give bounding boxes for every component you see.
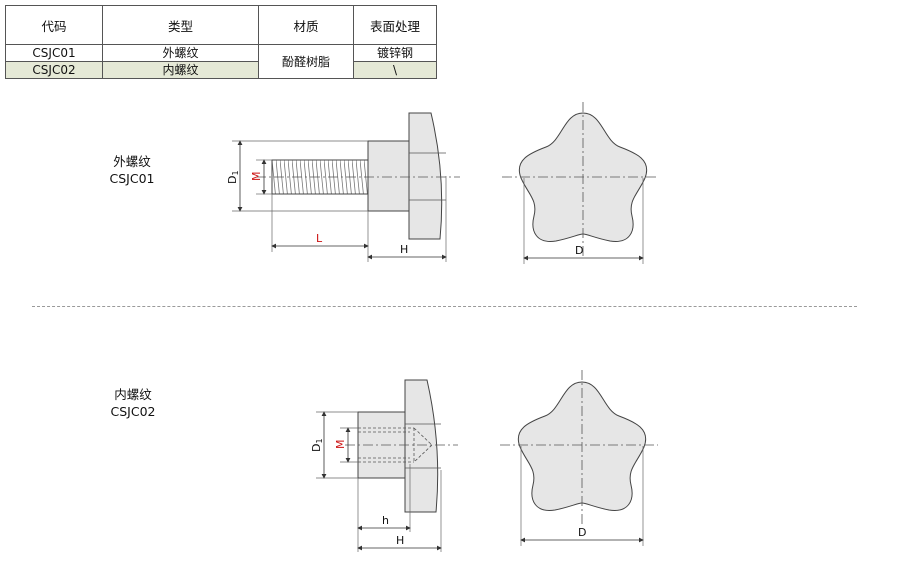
spec-table: 代码 类型 材质 表面处理 CSJC01 外螺纹 酚醛树脂 镀锌钢 CSJC02… [5, 5, 437, 79]
cell-material: 酚醛树脂 [258, 44, 354, 79]
table-row: CSJC02 内螺纹 \ [5, 61, 437, 79]
cell-finish: \ [353, 61, 437, 79]
dim-h-label: h [382, 514, 389, 527]
col-header-finish: 表面处理 [353, 5, 437, 45]
cell-type: 内螺纹 [102, 61, 259, 79]
dim-H-label: H [400, 243, 408, 256]
knob-front-view-external: D [502, 102, 658, 264]
section-divider [32, 306, 857, 307]
col-header-type: 类型 [102, 5, 259, 45]
diagram2-label: 内螺纹 CSJC02 [93, 386, 173, 420]
dim-D-label: D [575, 244, 583, 257]
diagram2-code: CSJC02 [110, 404, 156, 419]
dim-M-label-2: M [334, 440, 347, 450]
diagram1-type: 外螺纹 [113, 154, 151, 169]
diagram2-type: 内螺纹 [114, 387, 152, 402]
dim-M-label: M [250, 172, 263, 182]
diagram1-label: 外螺纹 CSJC01 [92, 153, 172, 187]
cell-code: CSJC02 [5, 61, 103, 79]
knob-front-view-internal: D [500, 370, 658, 546]
spec-table-header-row: 代码 类型 材质 表面处理 [5, 5, 437, 45]
knob-side-view-internal: D1 M h H [310, 379, 458, 552]
dim-D1-label: D1 [226, 170, 240, 184]
diagram1-code: CSJC01 [109, 171, 155, 186]
table-row: CSJC01 外螺纹 酚醛树脂 镀锌钢 [5, 44, 437, 79]
knob-side-view-external: D1 M L H [226, 112, 460, 262]
knob-head [408, 112, 443, 240]
knob-head [404, 379, 439, 513]
col-header-code: 代码 [5, 5, 103, 45]
dim-L-label: L [316, 232, 323, 245]
knob-boss [367, 140, 410, 212]
dim-D-label-2: D [578, 526, 586, 539]
dim-D1-label-2: D1 [310, 438, 324, 452]
dim-H-label-2: H [396, 534, 404, 547]
